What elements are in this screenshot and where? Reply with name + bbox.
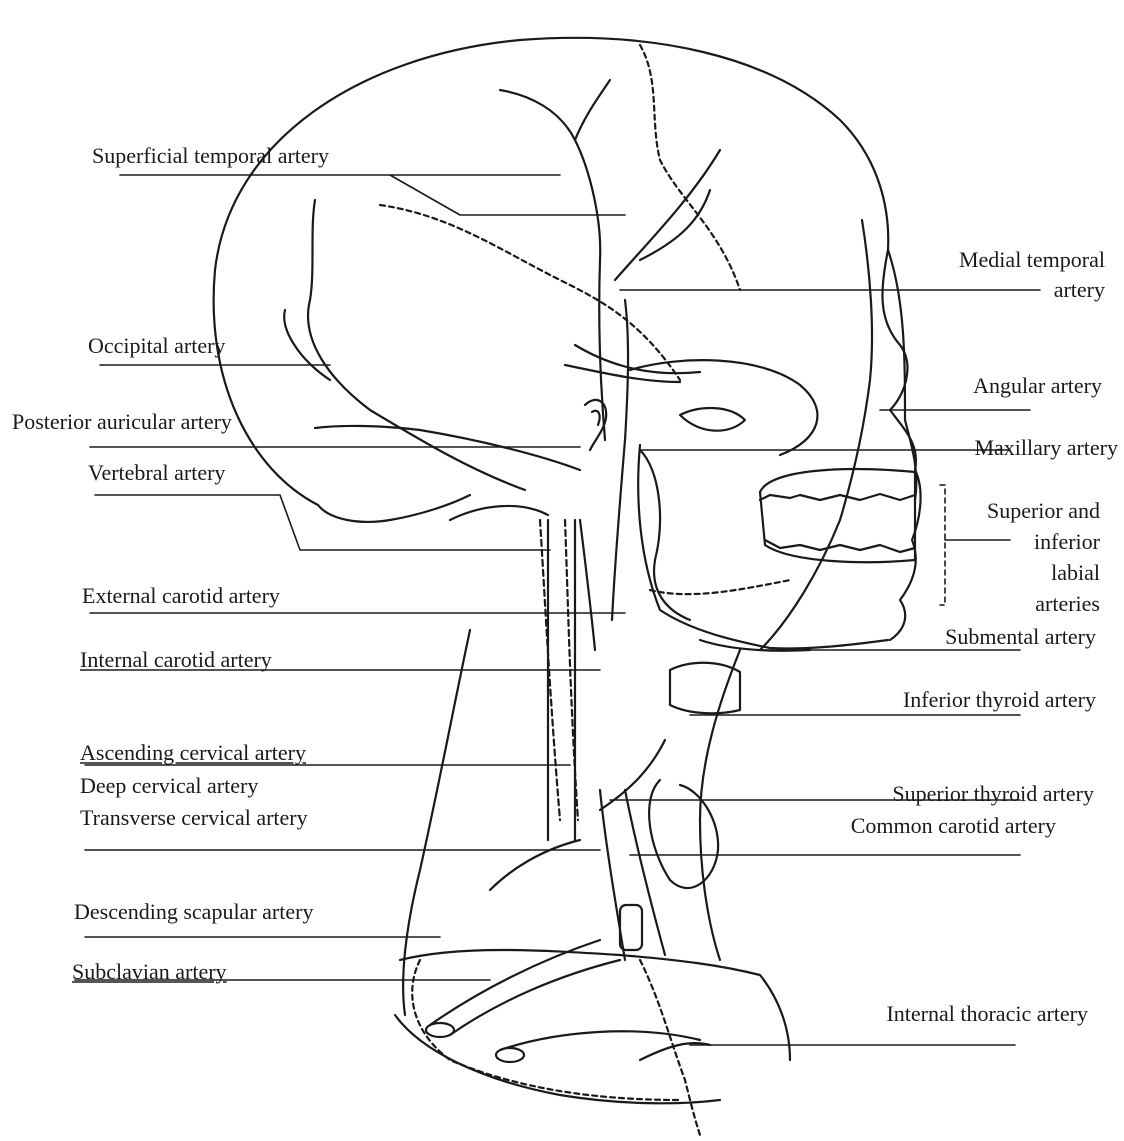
occiput-curve	[318, 495, 470, 522]
common-carotid-left-wall	[600, 790, 625, 960]
label-medial-temporal-line1: Medial temporal	[900, 248, 1105, 272]
label-descending-scapular-artery: Descending scapular artery	[74, 900, 313, 924]
sta-branch-1	[500, 90, 575, 140]
maxillary-dashed	[380, 205, 680, 380]
orbit	[630, 360, 817, 455]
label-transverse-cervical-artery: Transverse cervical artery	[80, 806, 308, 830]
label-medial-temporal-line2: artery	[900, 278, 1105, 302]
common-carotid-right-wall	[625, 790, 665, 955]
label-labial-arteries: Superior and inferior labial arteries	[940, 499, 1100, 616]
cc-cut-end	[496, 1048, 524, 1062]
label-superior-thyroid-artery: Superior thyroid artery	[820, 782, 1094, 806]
transverse-cervical-vessel	[490, 840, 580, 890]
label-posterior-auricular-artery: Posterior auricular artery	[12, 410, 232, 434]
label-medial-temporal-artery: Medial temporal artery	[900, 248, 1105, 302]
label-inferior-thyroid-artery: Inferior thyroid artery	[838, 688, 1096, 712]
sta-branch-2	[575, 80, 610, 140]
posterior-auricular-vessel	[315, 426, 580, 470]
chest-outline	[760, 975, 790, 1060]
upper-teeth	[760, 494, 915, 500]
label-superficial-temporal-artery: Superficial temporal artery	[92, 144, 329, 168]
label-deep-cervical-artery: Deep cervical artery	[80, 774, 258, 798]
leader-superficial-temporal	[120, 175, 625, 215]
internal-carotid-vessel	[580, 520, 595, 650]
label-labial-line2: inferior	[940, 530, 1100, 554]
label-labial-line1: Superior and	[940, 499, 1100, 523]
zygomatic	[575, 345, 700, 373]
ear-inner	[592, 411, 600, 425]
label-subclavian-artery: Subclavian artery	[72, 960, 227, 984]
lingual-dashed	[650, 580, 790, 594]
label-submental-artery: Submental artery	[900, 625, 1096, 649]
vertebra-top	[450, 506, 548, 520]
label-labial-line4: arteries	[940, 592, 1100, 616]
facial-artery	[760, 220, 872, 650]
subclavian-vessel-bottom	[450, 960, 620, 1035]
leader-vertebral	[95, 495, 550, 550]
external-carotid-vessel	[612, 300, 628, 620]
sta-frontal-2	[640, 190, 710, 260]
label-internal-carotid-artery: Internal carotid artery	[80, 648, 272, 672]
label-common-carotid-artery: Common carotid artery	[780, 814, 1056, 838]
scapular-dashed-loop	[412, 960, 680, 1100]
label-angular-artery: Angular artery	[930, 374, 1102, 398]
label-vertebral-artery: Vertebral artery	[88, 461, 225, 485]
subclavian-cut-end	[426, 1023, 454, 1037]
label-internal-thoracic-artery: Internal thoracic artery	[820, 1002, 1088, 1026]
middle-meningeal-dashed	[640, 45, 740, 290]
label-ascending-cervical-artery: Ascending cervical artery	[80, 741, 306, 765]
larynx	[670, 663, 740, 714]
label-occipital-artery: Occipital artery	[88, 334, 225, 358]
lower-teeth	[765, 540, 915, 552]
eye	[680, 408, 745, 431]
label-labial-line3: labial	[940, 561, 1100, 585]
label-external-carotid-artery: External carotid artery	[82, 584, 280, 608]
thyroid-gland	[649, 780, 718, 888]
sta-frontal	[615, 150, 720, 280]
label-maxillary-artery: Maxillary artery	[928, 436, 1118, 460]
